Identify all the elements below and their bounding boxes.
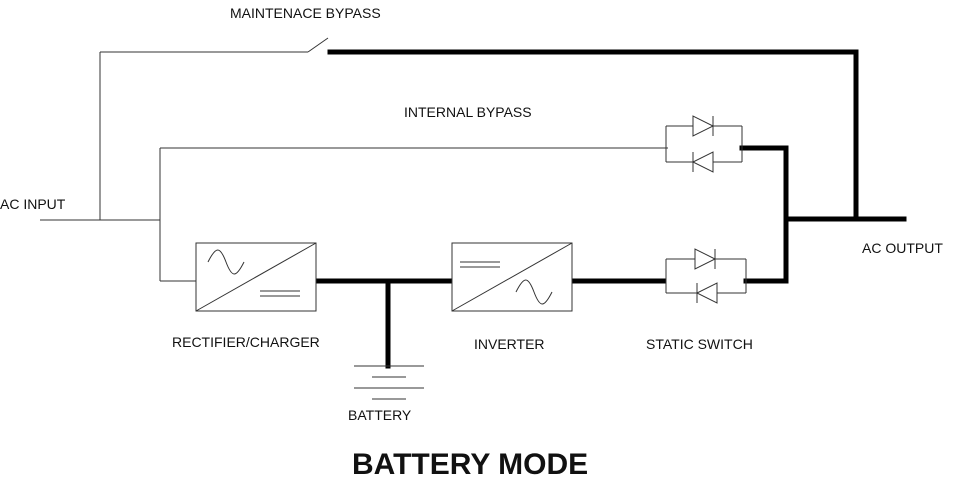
inverter-label: INVERTER xyxy=(474,336,545,352)
rectifier-label: RECTIFIER/CHARGER xyxy=(172,334,320,350)
active-path xyxy=(315,49,907,369)
static-switch xyxy=(665,248,747,304)
mode-title: BATTERY MODE xyxy=(352,448,588,481)
ac-output-label: AC OUTPUT xyxy=(862,240,943,256)
diode-icon xyxy=(691,151,714,173)
inverter xyxy=(451,242,573,312)
battery-symbol xyxy=(354,365,424,400)
battery-label: BATTERY xyxy=(348,407,412,423)
maintenance-switch xyxy=(307,37,329,53)
diode-icon xyxy=(692,115,715,137)
internal-bypass-switch xyxy=(665,115,743,173)
ac-sine-icon xyxy=(515,279,553,305)
static-switch-label: STATIC SWITCH xyxy=(646,336,753,352)
rectifier-charger xyxy=(195,242,317,312)
ac-sine-icon xyxy=(207,249,245,275)
diode-icon xyxy=(694,248,717,270)
thin-wiring xyxy=(40,37,668,282)
diode-icon xyxy=(695,282,718,304)
ac-input-label: AC INPUT xyxy=(0,196,66,212)
maintenance-bypass-label: MAINTENACE BYPASS xyxy=(230,5,381,21)
internal-bypass-label: INTERNAL BYPASS xyxy=(404,104,532,120)
